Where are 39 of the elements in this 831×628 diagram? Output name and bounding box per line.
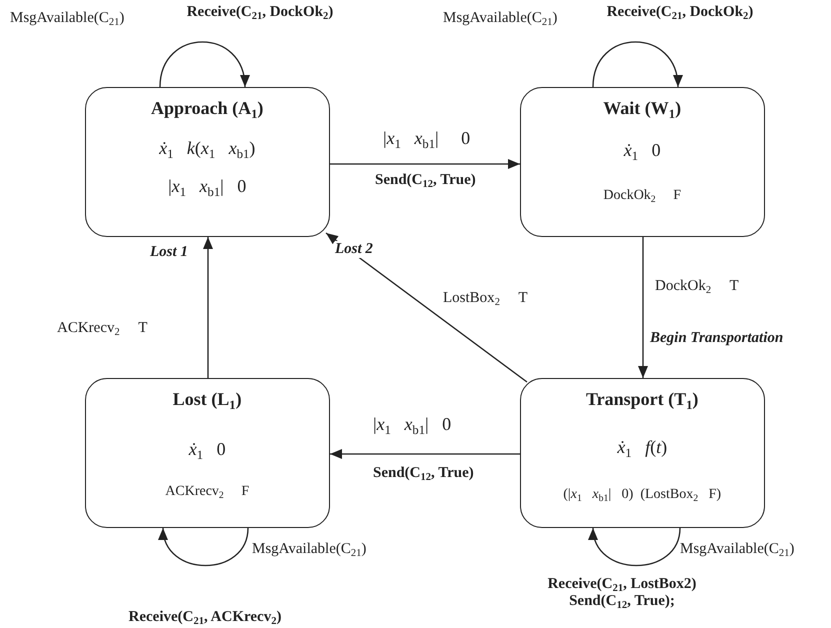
guard-label: MsgAvailable(C$_{21}$) bbox=[443, 10, 558, 28]
state-equation: ẋ$_{1}$ 0 bbox=[188, 439, 226, 460]
guard-label: LostBox$_{2}$ T bbox=[443, 290, 528, 308]
guard-label: ACKrecv$_{2}$ T bbox=[57, 320, 148, 338]
state-box bbox=[520, 378, 765, 528]
action-label: Lost 2 bbox=[335, 241, 373, 258]
state-box bbox=[85, 87, 330, 237]
guard-label: MsgAvailable(C$_{21}$) bbox=[10, 10, 124, 28]
arrow bbox=[330, 159, 520, 169]
state-box bbox=[520, 87, 765, 237]
arrow bbox=[638, 237, 648, 378]
action-label: Receive(C$_{21}$, DockOk$_{2}$) bbox=[186, 4, 334, 22]
state-equation: ẋ$_{1}$ k(x$_{1}$ x$_{b1}$) bbox=[159, 138, 256, 159]
self-loop-arrow bbox=[590, 528, 681, 566]
state-condition: (|x$_{1}$ x$_{b1}$| 0) (LostBox$_{2}$ F) bbox=[563, 487, 722, 503]
arrow bbox=[330, 449, 520, 459]
state-condition: |x$_{1}$ x$_{b1}$| 0 bbox=[168, 176, 246, 197]
guard-label: MsgAvailable(C$_{21}$) bbox=[252, 541, 366, 558]
guard-label: MsgAvailable(C$_{21}$) bbox=[680, 541, 794, 558]
arrow bbox=[326, 232, 528, 383]
self-loop-arrow bbox=[160, 528, 249, 566]
state-title: Approach (A$_{1}$) bbox=[150, 98, 264, 119]
state-title: Lost (L$_{1}$) bbox=[172, 389, 242, 410]
state-title: Transport (T$_{1}$) bbox=[586, 389, 698, 410]
state-title: Wait (W$_{1}$) bbox=[603, 98, 682, 119]
self-loop-arrow bbox=[159, 41, 249, 88]
guard-label: DockOk$_{2}$ T bbox=[655, 278, 739, 296]
state-condition: ACKrecv$_{2}$ F bbox=[165, 484, 250, 500]
action-label: Receive(C$_{21}$, ACKrecv$_{2}$) bbox=[128, 609, 282, 626]
action-label: Send(C$_{12}$, True) bbox=[375, 172, 476, 190]
state-equation: ẋ$_{1}$ 0 bbox=[624, 140, 661, 161]
action-label: Send(C$_{12}$, True) bbox=[373, 465, 474, 482]
state-equation: ẋ$_{1}$ f(t) bbox=[617, 437, 668, 458]
action-label: Receive(C$_{21}$, DockOk$_{2}$) bbox=[606, 4, 754, 22]
action-label: Begin Transportation bbox=[650, 330, 784, 348]
state-box bbox=[85, 378, 330, 528]
self-loop-arrow bbox=[592, 41, 682, 88]
arrow bbox=[203, 237, 213, 378]
state-condition: DockOk$_{2}$ F bbox=[603, 188, 681, 204]
